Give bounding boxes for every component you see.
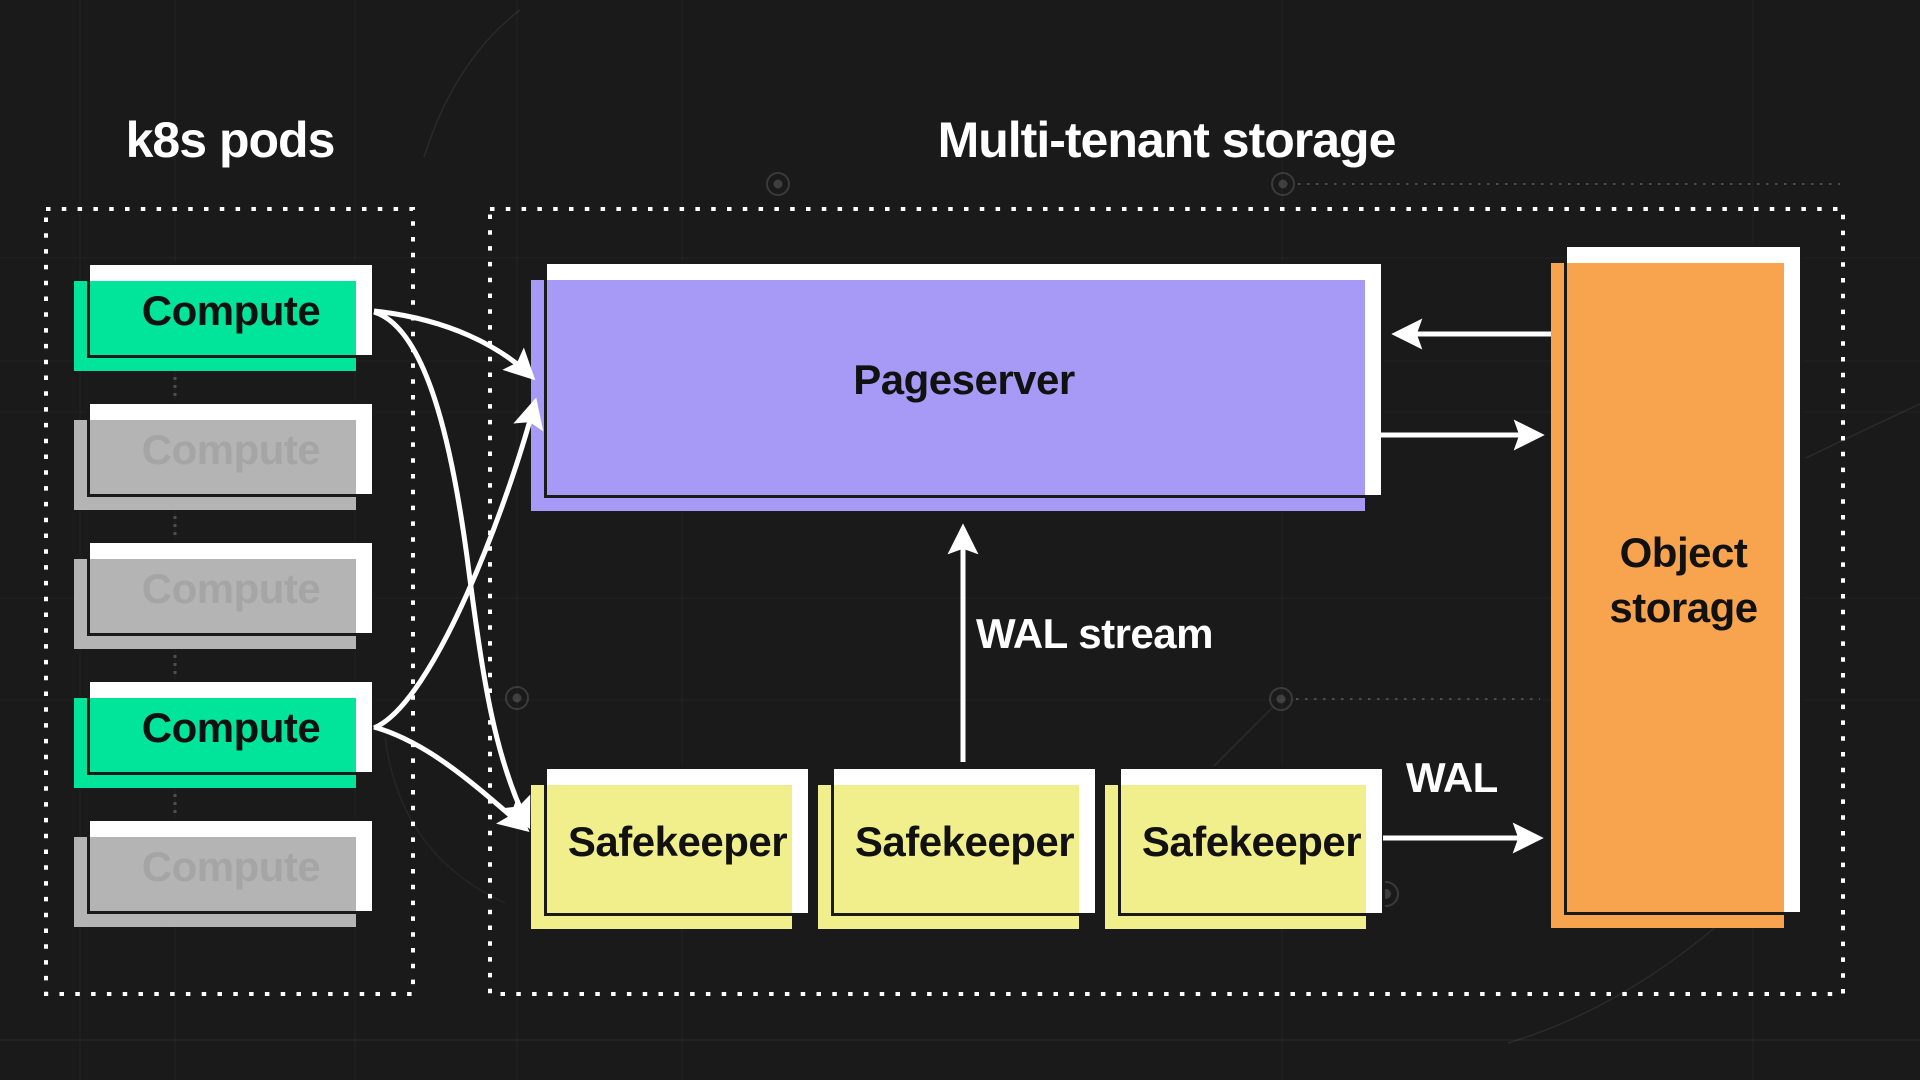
compute-label: Compute xyxy=(141,425,321,473)
pageserver-box: Pageserver xyxy=(531,261,1384,511)
safekeeper-accent-bar xyxy=(1105,785,1366,929)
safekeeper-label: Safekeeper xyxy=(854,817,1075,865)
compute-label: Compute xyxy=(141,703,321,751)
k8s-pods-title: k8s pods xyxy=(125,112,336,168)
compute-accent-bar xyxy=(74,559,356,649)
object-storage-label: Object storage xyxy=(1609,528,1758,631)
safekeeper-box-2: Safekeeper xyxy=(818,766,1098,929)
pageserver-accent-bar xyxy=(531,280,1365,511)
compute-box-2: Compute xyxy=(74,401,375,510)
object-storage-box: Object storage xyxy=(1551,244,1803,928)
compute-accent-bar xyxy=(74,281,356,371)
compute-accent-bar xyxy=(74,698,356,788)
wal-stream-label: WAL stream xyxy=(976,610,1213,657)
compute-box-3: Compute xyxy=(74,540,375,649)
safekeeper-accent-bar xyxy=(531,785,792,929)
multi-tenant-region xyxy=(488,207,1845,996)
safekeeper-box-3: Safekeeper xyxy=(1105,766,1385,929)
wal-label: WAL xyxy=(1406,754,1498,801)
compute-label: Compute xyxy=(141,842,321,890)
compute-label: Compute xyxy=(141,286,321,334)
safekeeper-box-1: Safekeeper xyxy=(531,766,811,929)
object-storage-accent-bar xyxy=(1551,263,1784,928)
safekeeper-label: Safekeeper xyxy=(567,817,788,865)
compute-accent-bar xyxy=(74,420,356,510)
safekeeper-accent-bar xyxy=(818,785,1079,929)
multi-tenant-title: Multi-tenant storage xyxy=(937,112,1397,168)
compute-accent-bar xyxy=(74,837,356,927)
compute-box-5: Compute xyxy=(74,818,375,927)
compute-label: Compute xyxy=(141,564,321,612)
compute-box-4: Compute xyxy=(74,679,375,788)
compute-box-1: Compute xyxy=(74,262,375,371)
pageserver-label: Pageserver xyxy=(853,356,1075,403)
dotted-guide-lines xyxy=(1296,183,1840,700)
safekeeper-label: Safekeeper xyxy=(1141,817,1362,865)
